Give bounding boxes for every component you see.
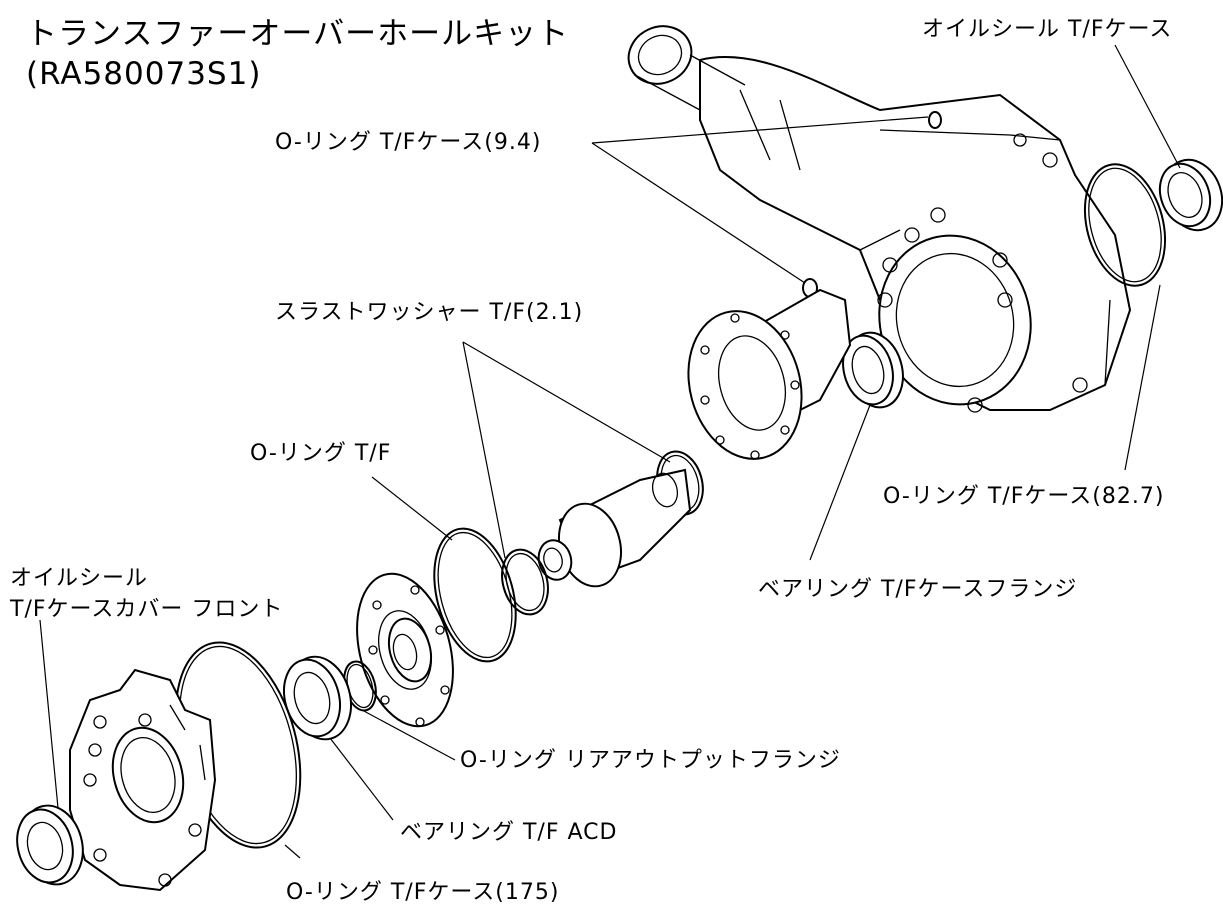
oring-tf-part xyxy=(433,527,517,663)
label-oil-seal-case: オイルシール T/Fケース xyxy=(922,17,1173,42)
front-cover-part xyxy=(69,668,217,892)
oring-9-4-parts xyxy=(802,111,942,298)
rear-output-flange-part xyxy=(356,572,454,728)
shaft-part xyxy=(537,468,692,588)
bearing-case-flange-part xyxy=(842,331,904,409)
oil-seal-case-part xyxy=(1158,158,1223,232)
label-oring-case-9-4: O-リング T/Fケース(9.4) xyxy=(275,130,542,155)
page-title: トランスファーオーバーホールキット xyxy=(26,16,570,52)
label-oil-seal-cover-front-line2: T/Fケースカバー フロント xyxy=(10,597,284,622)
label-bearing-case-flange: ベアリング T/Fケースフランジ xyxy=(758,577,1078,602)
thrust-washer-part-2 xyxy=(501,548,549,616)
label-bearing-acd: ベアリング T/F ACD xyxy=(400,820,618,845)
label-oring-case-82-7: O-リング T/Fケース(82.7) xyxy=(883,484,1165,509)
output-flange-part xyxy=(687,288,852,460)
label-oring-tf: O-リング T/F xyxy=(250,441,392,466)
bearing-acd-part xyxy=(283,655,352,741)
label-oring-case-175: O-リング T/Fケース(175) xyxy=(286,880,560,905)
transfer-case xyxy=(627,25,1132,413)
label-thrust-washer: スラストワッシャー T/F(2.1) xyxy=(275,300,584,325)
label-oring-rear-output: O-リング リアアウトプットフランジ xyxy=(460,748,841,773)
part-number: (RA580073S1) xyxy=(26,56,262,92)
label-oil-seal-cover-front-line1: オイルシール xyxy=(10,566,149,591)
oring-82-7-part xyxy=(1083,163,1167,287)
oil-seal-cover-front-part xyxy=(16,804,84,886)
leader-lines xyxy=(39,44,1181,859)
